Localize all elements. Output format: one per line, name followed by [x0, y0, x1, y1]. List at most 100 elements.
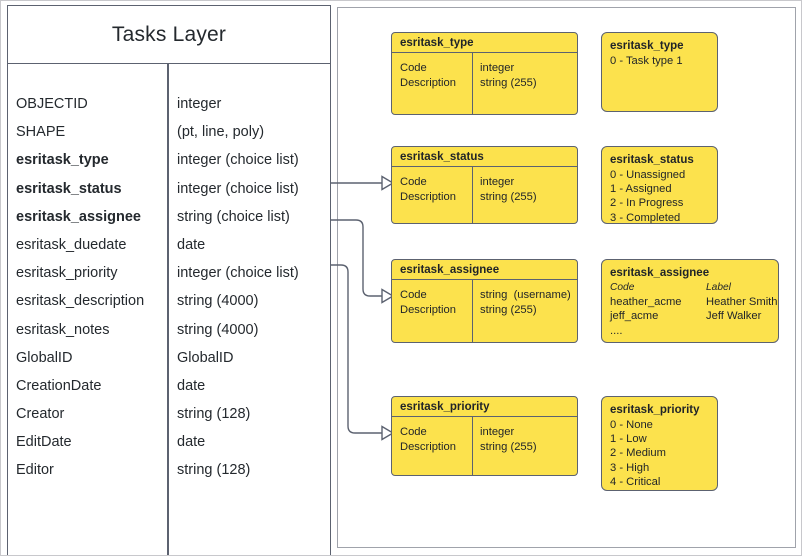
field-type-column: integer (pt, line, poly) integer (choice… — [167, 64, 330, 555]
field-name-column: OBJECTID SHAPE esritask_type esritask_st… — [8, 64, 167, 555]
domain-column-divider — [472, 417, 474, 475]
table-cell-type: date — [177, 377, 206, 394]
table-row: OBJECTID — [16, 96, 88, 112]
domain-table-body: Code Description integer string (255) — [392, 417, 577, 475]
tasks-layer-entity[interactable]: Tasks Layer OBJECTID SHAPE esritask_type… — [7, 5, 331, 555]
domain-field-names: Code Description — [392, 280, 472, 342]
value-label — [706, 324, 770, 338]
domain-table-esritask-type[interactable]: esritask_type Code Description integer s… — [391, 32, 578, 115]
table-cell-type: (pt, line, poly) — [177, 124, 265, 141]
table-row: esritask_notes — [16, 321, 110, 338]
domain-field-name: Code — [400, 289, 427, 301]
domain-field-name: Code — [400, 426, 427, 438]
domain-table-title: esritask_priority — [392, 397, 577, 417]
list-item: heather_acme Heather Smith — [610, 295, 778, 309]
domain-field-type: string (username) — [480, 289, 571, 301]
domain-field-type: integer — [480, 62, 515, 74]
value-list-item: 3 - Completed — [610, 211, 681, 224]
domain-field-type: string (255) — [480, 303, 537, 316]
value-label: Heather Smith — [706, 296, 778, 309]
table-row: esritask_type — [16, 152, 109, 169]
table-row: esritask_status — [16, 180, 122, 197]
domain-field-types: integer string (255) — [472, 53, 577, 114]
value-list-item: 4 - Critical — [610, 475, 661, 488]
value-list-header-row: Code Label — [610, 281, 770, 295]
table-cell-type: string (4000) — [177, 321, 259, 338]
table-cell-type: string (128) — [177, 462, 251, 479]
domain-field-types: string (username) string (255) — [472, 280, 577, 342]
table-cell-type: string (4000) — [177, 293, 259, 310]
domain-field-name: Description — [400, 190, 456, 203]
domain-table-esritask-status[interactable]: esritask_status Code Description integer… — [391, 146, 578, 224]
value-list-item: 0 - Unassigned — [610, 169, 686, 181]
domain-field-type: string (255) — [480, 76, 537, 89]
table-row: esritask_description — [16, 293, 145, 310]
domain-field-type: string (255) — [480, 190, 537, 203]
value-list-item: 1 - Assigned — [610, 183, 672, 196]
domain-table-title: esritask_type — [392, 33, 577, 53]
value-code: jeff_acme — [610, 310, 659, 323]
list-item: jeff_acme Jeff Walker — [610, 309, 770, 323]
value-code: heather_acme — [610, 296, 682, 309]
domain-field-type: string (255) — [480, 440, 537, 453]
domain-field-name: Description — [400, 76, 456, 89]
table-row: EditDate — [16, 434, 72, 451]
table-cell-type: string (128) — [177, 406, 251, 423]
value-list-item: 2 - Medium — [610, 447, 666, 460]
entity-field-table: OBJECTID SHAPE esritask_type esritask_st… — [8, 64, 330, 555]
table-row: Creator — [16, 406, 65, 423]
domain-field-types: integer string (255) — [472, 167, 577, 223]
value-list-item: 2 - In Progress — [610, 197, 684, 210]
domain-table-body: Code Description integer string (255) — [392, 53, 577, 114]
list-item: .... — [610, 324, 770, 338]
table-cell-type: string (choice list) — [177, 208, 290, 225]
value-list-title: esritask_status — [610, 154, 694, 166]
table-row: Editor — [16, 462, 54, 479]
domain-field-name: Description — [400, 440, 456, 453]
value-code: .... — [610, 324, 623, 337]
value-list-item: 0 - Task type 1 — [610, 55, 683, 67]
domain-field-type: integer — [480, 176, 515, 188]
value-list-esritask-status[interactable]: esritask_status 0 - Unassigned 1 - Assig… — [601, 146, 718, 224]
domain-field-type: integer — [480, 426, 515, 438]
table-row: CreationDate — [16, 377, 102, 394]
domain-column-divider — [472, 167, 474, 223]
table-cell-type: integer (choice list) — [177, 152, 299, 169]
table-cell-type: date — [177, 236, 206, 253]
domain-field-names: Code Description — [392, 53, 472, 114]
domain-table-esritask-priority[interactable]: esritask_priority Code Description integ… — [391, 396, 578, 476]
value-label: Jeff Walker — [706, 310, 762, 323]
value-list-title: esritask_priority — [610, 404, 700, 416]
value-list-header-label: Label — [706, 282, 731, 293]
value-list-esritask-priority[interactable]: esritask_priority 0 - None 1 - Low 2 - M… — [601, 396, 718, 491]
table-row: esritask_assignee — [16, 208, 141, 225]
page-title: Tasks Layer — [8, 6, 330, 64]
domain-field-name: Code — [400, 62, 427, 74]
domain-table-title: esritask_status — [392, 147, 577, 167]
domain-column-divider — [472, 280, 474, 342]
domain-column-divider — [472, 53, 474, 114]
table-cell-type: integer (choice list) — [177, 265, 299, 282]
table-cell-type: date — [177, 434, 206, 451]
domain-field-name: Description — [400, 303, 456, 316]
table-cell-type: integer — [177, 96, 222, 112]
value-list-item: 0 - None — [610, 419, 653, 431]
domain-table-body: Code Description string (username) strin… — [392, 280, 577, 342]
domain-table-esritask-assignee[interactable]: esritask_assignee Code Description strin… — [391, 259, 578, 343]
table-row: esritask_duedate — [16, 236, 127, 253]
domain-field-names: Code Description — [392, 167, 472, 223]
value-list-item: 3 - High — [610, 461, 650, 474]
domain-table-title: esritask_assignee — [392, 260, 577, 280]
value-list-title: esritask_assignee — [610, 267, 710, 279]
value-list-esritask-assignee[interactable]: esritask_assignee Code Label heather_acm… — [601, 259, 779, 343]
table-row: GlobalID — [16, 349, 73, 366]
domain-field-name: Code — [400, 176, 427, 188]
value-list-esritask-type[interactable]: esritask_type 0 - Task type 1 — [601, 32, 718, 112]
domain-field-names: Code Description — [392, 417, 472, 475]
value-list-title: esritask_type — [610, 40, 684, 52]
domain-table-body: Code Description integer string (255) — [392, 167, 577, 223]
domain-field-types: integer string (255) — [472, 417, 577, 475]
column-divider — [167, 64, 169, 555]
table-row: SHAPE — [16, 124, 66, 141]
